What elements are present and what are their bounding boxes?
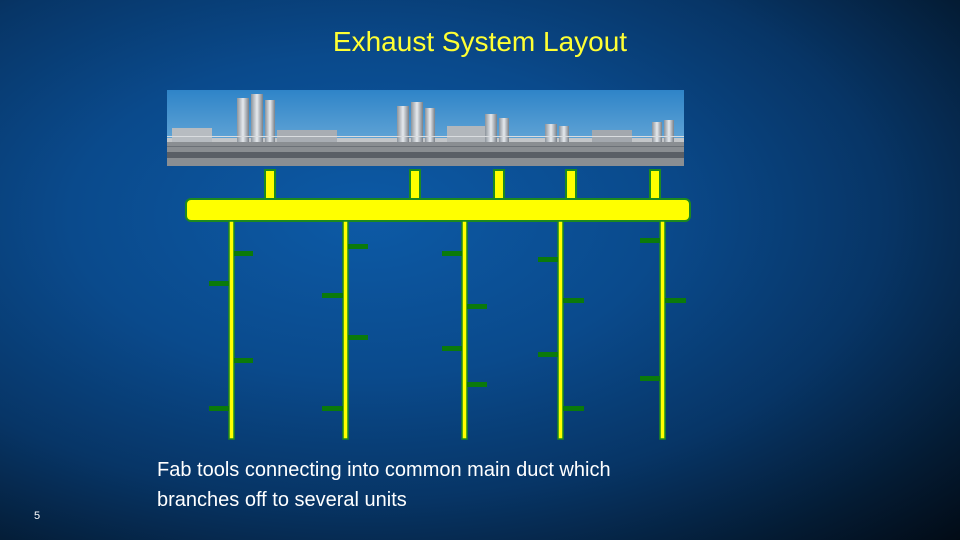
tool-connector [563, 406, 584, 411]
tool-connector [467, 382, 487, 387]
riser-3 [493, 169, 505, 200]
riser-4 [565, 169, 577, 200]
tool-connector [348, 244, 368, 249]
tool-connector [538, 352, 558, 357]
tool-connector [640, 376, 660, 381]
caption-line-2: branches off to several units [157, 489, 407, 511]
tool-connector [209, 406, 229, 411]
tool-connector [665, 298, 686, 303]
branch-duct-4 [557, 220, 564, 440]
tool-connector [348, 335, 368, 340]
branch-duct-2 [342, 220, 349, 440]
riser-2 [409, 169, 421, 200]
branch-duct-5 [659, 220, 666, 440]
tool-connector [322, 406, 343, 411]
tool-connector [209, 281, 229, 286]
branch-duct-1 [228, 220, 235, 440]
riser-5 [649, 169, 661, 200]
tool-connector [442, 251, 462, 256]
tool-connector [234, 251, 253, 256]
tool-connector [538, 257, 558, 262]
branch-duct-3 [461, 220, 468, 440]
caption-line-1: Fab tools connecting into common main du… [157, 459, 611, 481]
tool-connector [563, 298, 584, 303]
slide-number: 5 [34, 510, 41, 522]
riser-1 [264, 169, 276, 200]
main-duct [185, 198, 691, 222]
tool-connector [322, 293, 343, 298]
tool-connector [442, 346, 462, 351]
slide-title: Exhaust System Layout [332, 26, 628, 57]
rooftop-exhaust-photo [167, 90, 684, 166]
tool-connector [640, 238, 660, 243]
tool-connector [234, 358, 253, 363]
slide-caption: Fab tools connecting into common main du… [157, 455, 757, 515]
tool-connector [467, 304, 487, 309]
